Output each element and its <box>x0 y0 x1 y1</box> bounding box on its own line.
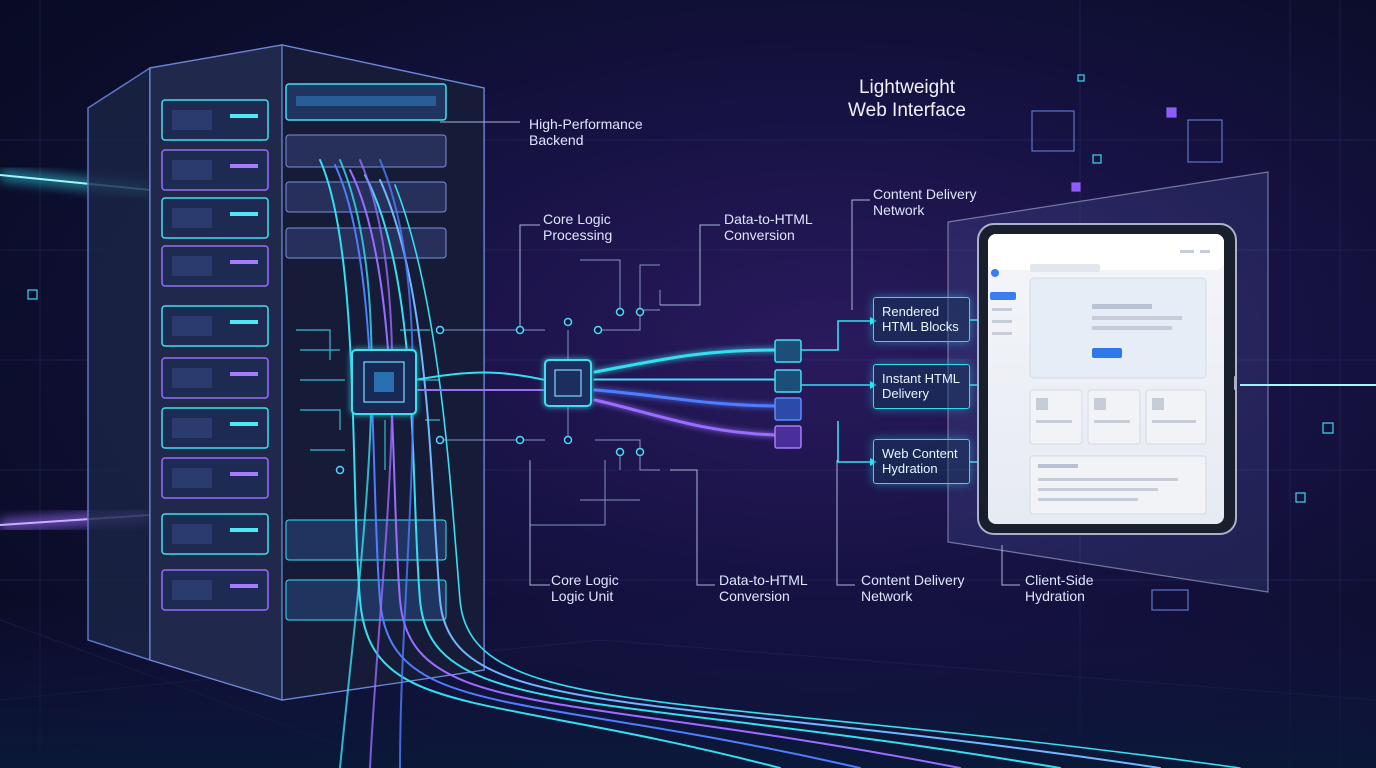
rack-circuit-traces <box>296 329 440 470</box>
server-status-light <box>230 584 258 588</box>
label-content-delivery-network-bottom: Content Delivery Network <box>861 572 965 604</box>
server-status-light <box>230 372 258 376</box>
server-vent <box>172 468 212 488</box>
server-status-light <box>230 164 258 168</box>
server-vent <box>172 368 212 388</box>
label-leader-lines <box>440 121 1020 586</box>
fiber-cables <box>319 159 1241 768</box>
label-data-to-html-top: Data-to-HTML Conversion <box>724 211 813 243</box>
tag-web-content-hydration: Web Content Hydration <box>873 439 970 484</box>
server-vent <box>172 580 212 600</box>
circuit-nodes <box>335 307 645 475</box>
server-vent <box>172 110 212 130</box>
tablet-device <box>977 223 1237 535</box>
server-rack <box>87 44 485 701</box>
server-status-light <box>230 528 258 532</box>
server-vent <box>172 160 212 180</box>
tag-rendered-html-blocks: Rendered HTML Blocks <box>873 297 970 342</box>
chip-core-logic <box>351 349 417 415</box>
server-vent <box>172 256 212 276</box>
server-vent <box>172 316 212 336</box>
rack-server-units <box>161 99 269 611</box>
server-vent <box>172 418 212 438</box>
server-status-light <box>230 212 258 216</box>
label-content-delivery-network-top: Content Delivery Network <box>873 186 977 218</box>
server-status-light <box>230 472 258 476</box>
tag-instant-html-delivery: Instant HTML Delivery <box>873 364 970 409</box>
label-core-logic-unit: Core Logic Logic Unit <box>551 572 619 604</box>
label-core-logic-processing: Core Logic Processing <box>543 211 613 243</box>
lightweight-web-interface-title: Lightweight Web Interface <box>848 77 966 121</box>
label-client-side-hydration: Client-Side Hydration <box>1025 572 1094 604</box>
server-status-light <box>230 260 258 264</box>
server-vent <box>172 208 212 228</box>
chip-logic-unit <box>544 359 592 407</box>
label-data-to-html-bottom: Data-to-HTML Conversion <box>719 572 808 604</box>
server-status-light <box>230 114 258 118</box>
server-status-light <box>230 422 258 426</box>
server-status-light <box>230 320 258 324</box>
label-high-performance-backend: High-Performance Backend <box>529 116 643 148</box>
connector-plugs <box>774 339 802 449</box>
server-vent <box>172 524 212 544</box>
floating-squares <box>27 74 1334 611</box>
